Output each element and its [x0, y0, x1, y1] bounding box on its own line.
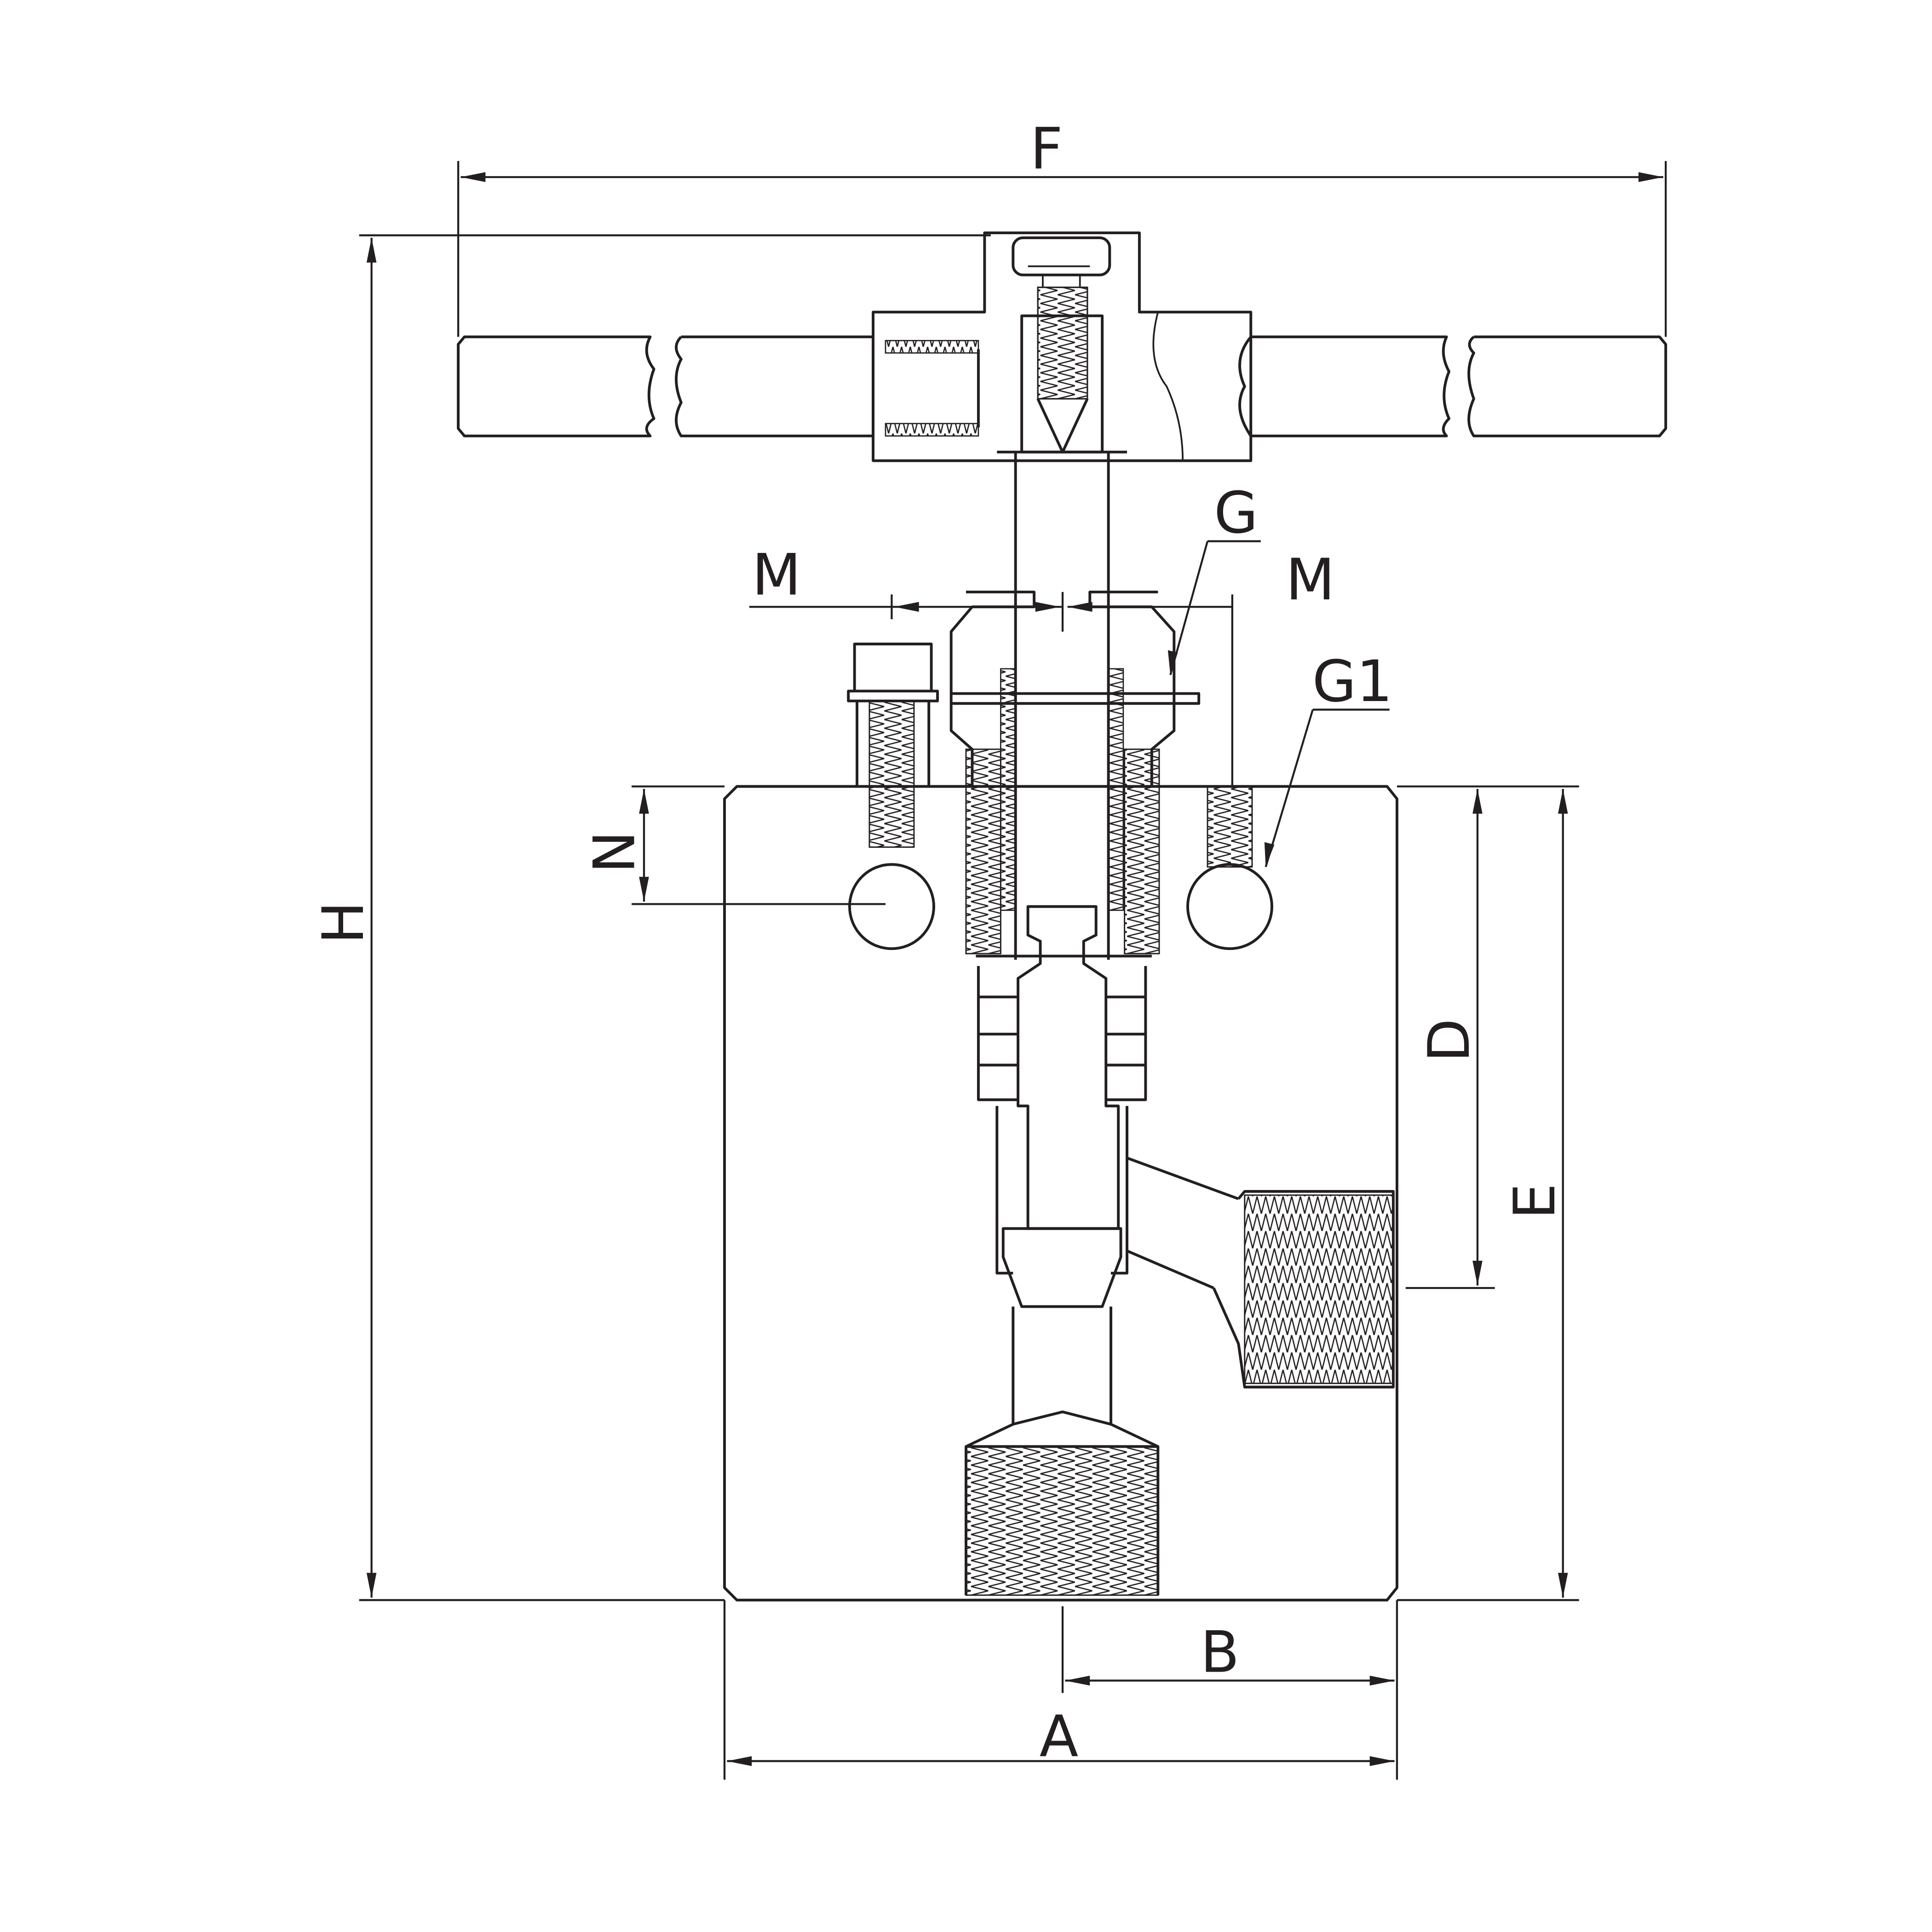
label-M-right: M	[1286, 547, 1335, 613]
handle-bar	[457, 335, 1668, 437]
mounting-hole-right	[1186, 863, 1273, 950]
dimension-E: E	[1397, 789, 1579, 1601]
label-D: D	[1416, 1018, 1483, 1062]
dimension-M: M M	[749, 542, 1335, 787]
label-G1: G1	[1312, 649, 1393, 715]
label-A: A	[1040, 1704, 1079, 1770]
label-H: H	[310, 901, 377, 944]
label-F: F	[1030, 116, 1063, 182]
label-G: G	[1214, 480, 1258, 546]
dimension-D: D	[1397, 785, 1579, 1289]
mounting-hole-left	[848, 863, 935, 950]
bonnet	[949, 590, 1201, 1101]
handle-hub	[872, 231, 1253, 462]
dimension-B: B	[1061, 1606, 1395, 1693]
mounting-screw	[847, 643, 1253, 868]
dimension-F: F	[457, 116, 1667, 337]
label-N: N	[581, 831, 648, 874]
label-M-left: M	[752, 542, 801, 608]
valve-body	[723, 785, 1398, 1602]
label-B: B	[1200, 1620, 1239, 1686]
callout-G1: G1	[1264, 649, 1393, 868]
dimension-H: H	[310, 234, 991, 1601]
dimension-N: N	[581, 785, 886, 905]
dimension-A: A	[723, 1600, 1398, 1780]
callout-G: G	[1167, 480, 1261, 675]
label-E: E	[1502, 1183, 1568, 1219]
